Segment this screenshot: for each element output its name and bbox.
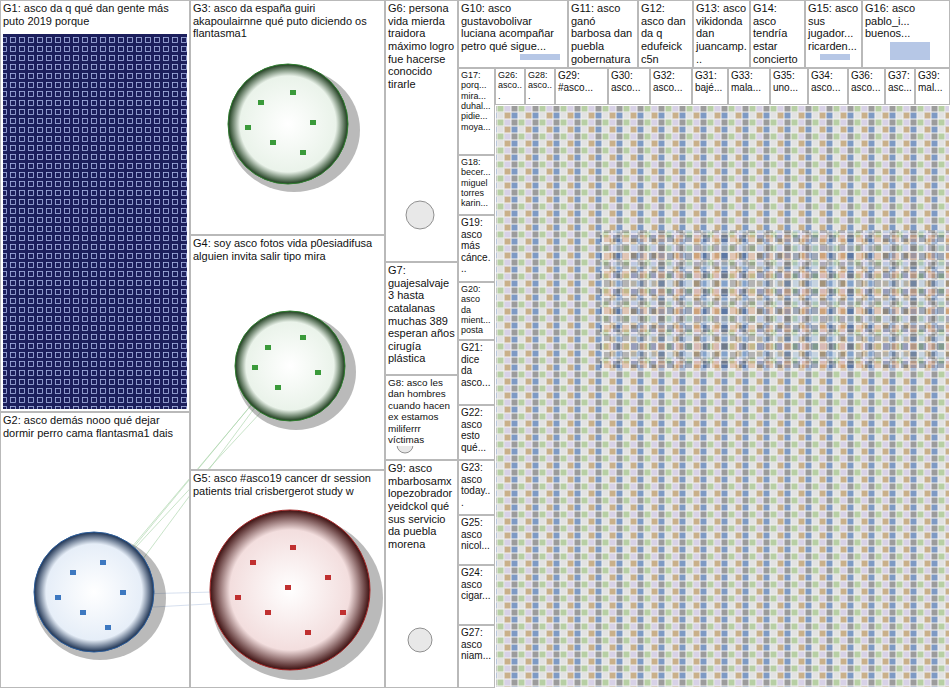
group-label: G22: asco esto qué... (459, 406, 494, 454)
group-label: G34: asco... (809, 69, 847, 94)
group-label: G12: asco dan da q edufeick c5n (639, 1, 692, 66)
group-box: G28: asco... (525, 68, 555, 105)
group-box: G22: asco esto qué... (458, 405, 495, 460)
group-box: G23: asco today... (458, 460, 495, 515)
group-box: G13: asco vikidonda dan juancamp... (693, 0, 750, 68)
group-label: G27: asco niam... (459, 626, 494, 663)
group-box: G39: mal... (915, 68, 950, 105)
group-label: G10: asco gustavobolivar luciana acompañ… (459, 1, 567, 54)
group-label: G15: asco sus jugador... ricarden... (806, 1, 861, 54)
group-box: G36: asco... (848, 68, 885, 105)
group-label: G17: porq... mira... duhal... pidie... m… (459, 69, 494, 133)
group-label: G31: bajé... (693, 69, 727, 94)
group-label: G35: uno... (771, 69, 807, 94)
group-box: G10: asco gustavobolivar luciana acompañ… (458, 0, 568, 68)
group-label: G20: asco da mient... posta (459, 283, 494, 337)
group-label: G23: asco today... (459, 461, 494, 509)
group-label: G16: asco pablo_i... buenos... (863, 1, 949, 41)
group-label: G33: mala... (729, 69, 769, 94)
group-label: G2: asco demás nooo qué dejar dormir per… (1, 413, 189, 440)
group-label: G5: asco #asco19 cancer dr session patie… (191, 471, 384, 498)
group-label: G32: asco... (651, 69, 691, 94)
group-label: G25: asco nicol... (459, 516, 494, 553)
group-box: G37: asc... (885, 68, 915, 105)
group-box: G35: uno... (770, 68, 808, 105)
group-box: G14: asco tendría estar concierto (750, 0, 805, 68)
group-box: G3: asco da españa guiri akapoulairnne q… (190, 0, 385, 235)
group-label: G3: asco da españa guiri akapoulairnne q… (191, 1, 384, 41)
group-box: G2: asco demás nooo qué dejar dormir per… (0, 412, 190, 688)
group-label: G14: asco tendría estar concierto (751, 1, 804, 66)
group-label: G19: asco más cánce... (459, 216, 494, 276)
group-box: G25: asco nicol... (458, 515, 495, 565)
group-box: G20: asco da mient... posta (458, 282, 495, 340)
group-box: G1: asco da q qué dan gente más puto 201… (0, 0, 190, 412)
group-box: G27: asco niam... (458, 625, 495, 688)
group-box: G33: mala... (728, 68, 770, 105)
group-box: G17: porq... mira... duhal... pidie... m… (458, 68, 495, 155)
group-box: G16: asco pablo_i... buenos... (862, 0, 950, 68)
group-box: G7: guajesalvaje 3 hasta catalanas mucha… (385, 262, 458, 375)
group-box: G15: asco sus jugador... ricarden... (805, 0, 862, 68)
group-box: G34: asco... (808, 68, 848, 105)
group-label: G29: #asco... (556, 69, 607, 94)
group-box: G4: soy asco fotos vida p0esiadifusa alg… (190, 235, 385, 470)
group-box: G21: dice da asco... (458, 340, 495, 405)
group-box: G31: bajé... (692, 68, 728, 105)
group-label: G1: asco da q qué dan gente más puto 201… (1, 1, 189, 28)
group-label: G26: asco... (496, 69, 524, 102)
group-box: G24: asco cigar... (458, 565, 495, 625)
group-label: G28: asco... (526, 69, 554, 102)
group-label: G30: asco... (609, 69, 649, 94)
group-label: G11: asco ganó barbosa dan puebla gobern… (569, 1, 637, 66)
group-label: G24: asco cigar... (459, 566, 494, 603)
group-box: G12: asco dan da q edufeick c5n (638, 0, 693, 68)
group-label: G39: mal... (916, 69, 949, 94)
group-label: G6: persona vida mierda traidora máximo … (386, 1, 457, 91)
group-label: G9: asco mbarbosamx lopezobrador yeidcko… (386, 461, 457, 551)
group-label: G36: asco... (849, 69, 884, 94)
group-box: G29: #asco... (555, 68, 608, 105)
group-box: G32: asco... (650, 68, 692, 105)
group-box: G5: asco #asco19 cancer dr session patie… (190, 470, 385, 688)
group-box: G8: asco les dan hombres cuando hacen ex… (385, 375, 458, 460)
group-box: G19: asco más cánce... (458, 215, 495, 282)
group-box: G6: persona vida mierda traidora máximo … (385, 0, 458, 262)
group-label: G7: guajesalvaje 3 hasta catalanas mucha… (386, 263, 457, 366)
group-box: G18: becer... miguel torres karin... (458, 155, 495, 215)
group-label: G8: asco les dan hombres cuando hacen ex… (386, 376, 457, 446)
group-label: G37: asc... (886, 69, 914, 94)
group-box: G9: asco mbarbosamx lopezobrador yeidcko… (385, 460, 458, 688)
group-label: G13: asco vikidonda dan juancamp... (694, 1, 749, 66)
group-box: G26: asco... (495, 68, 525, 105)
group-box: G11: asco ganó barbosa dan puebla gobern… (568, 0, 638, 68)
group-label: G21: dice da asco... (459, 341, 494, 389)
group-label: G4: soy asco fotos vida p0esiadifusa alg… (191, 236, 384, 263)
group-box: G30: asco... (608, 68, 650, 105)
group-label: G18: becer... miguel torres karin... (459, 156, 494, 210)
